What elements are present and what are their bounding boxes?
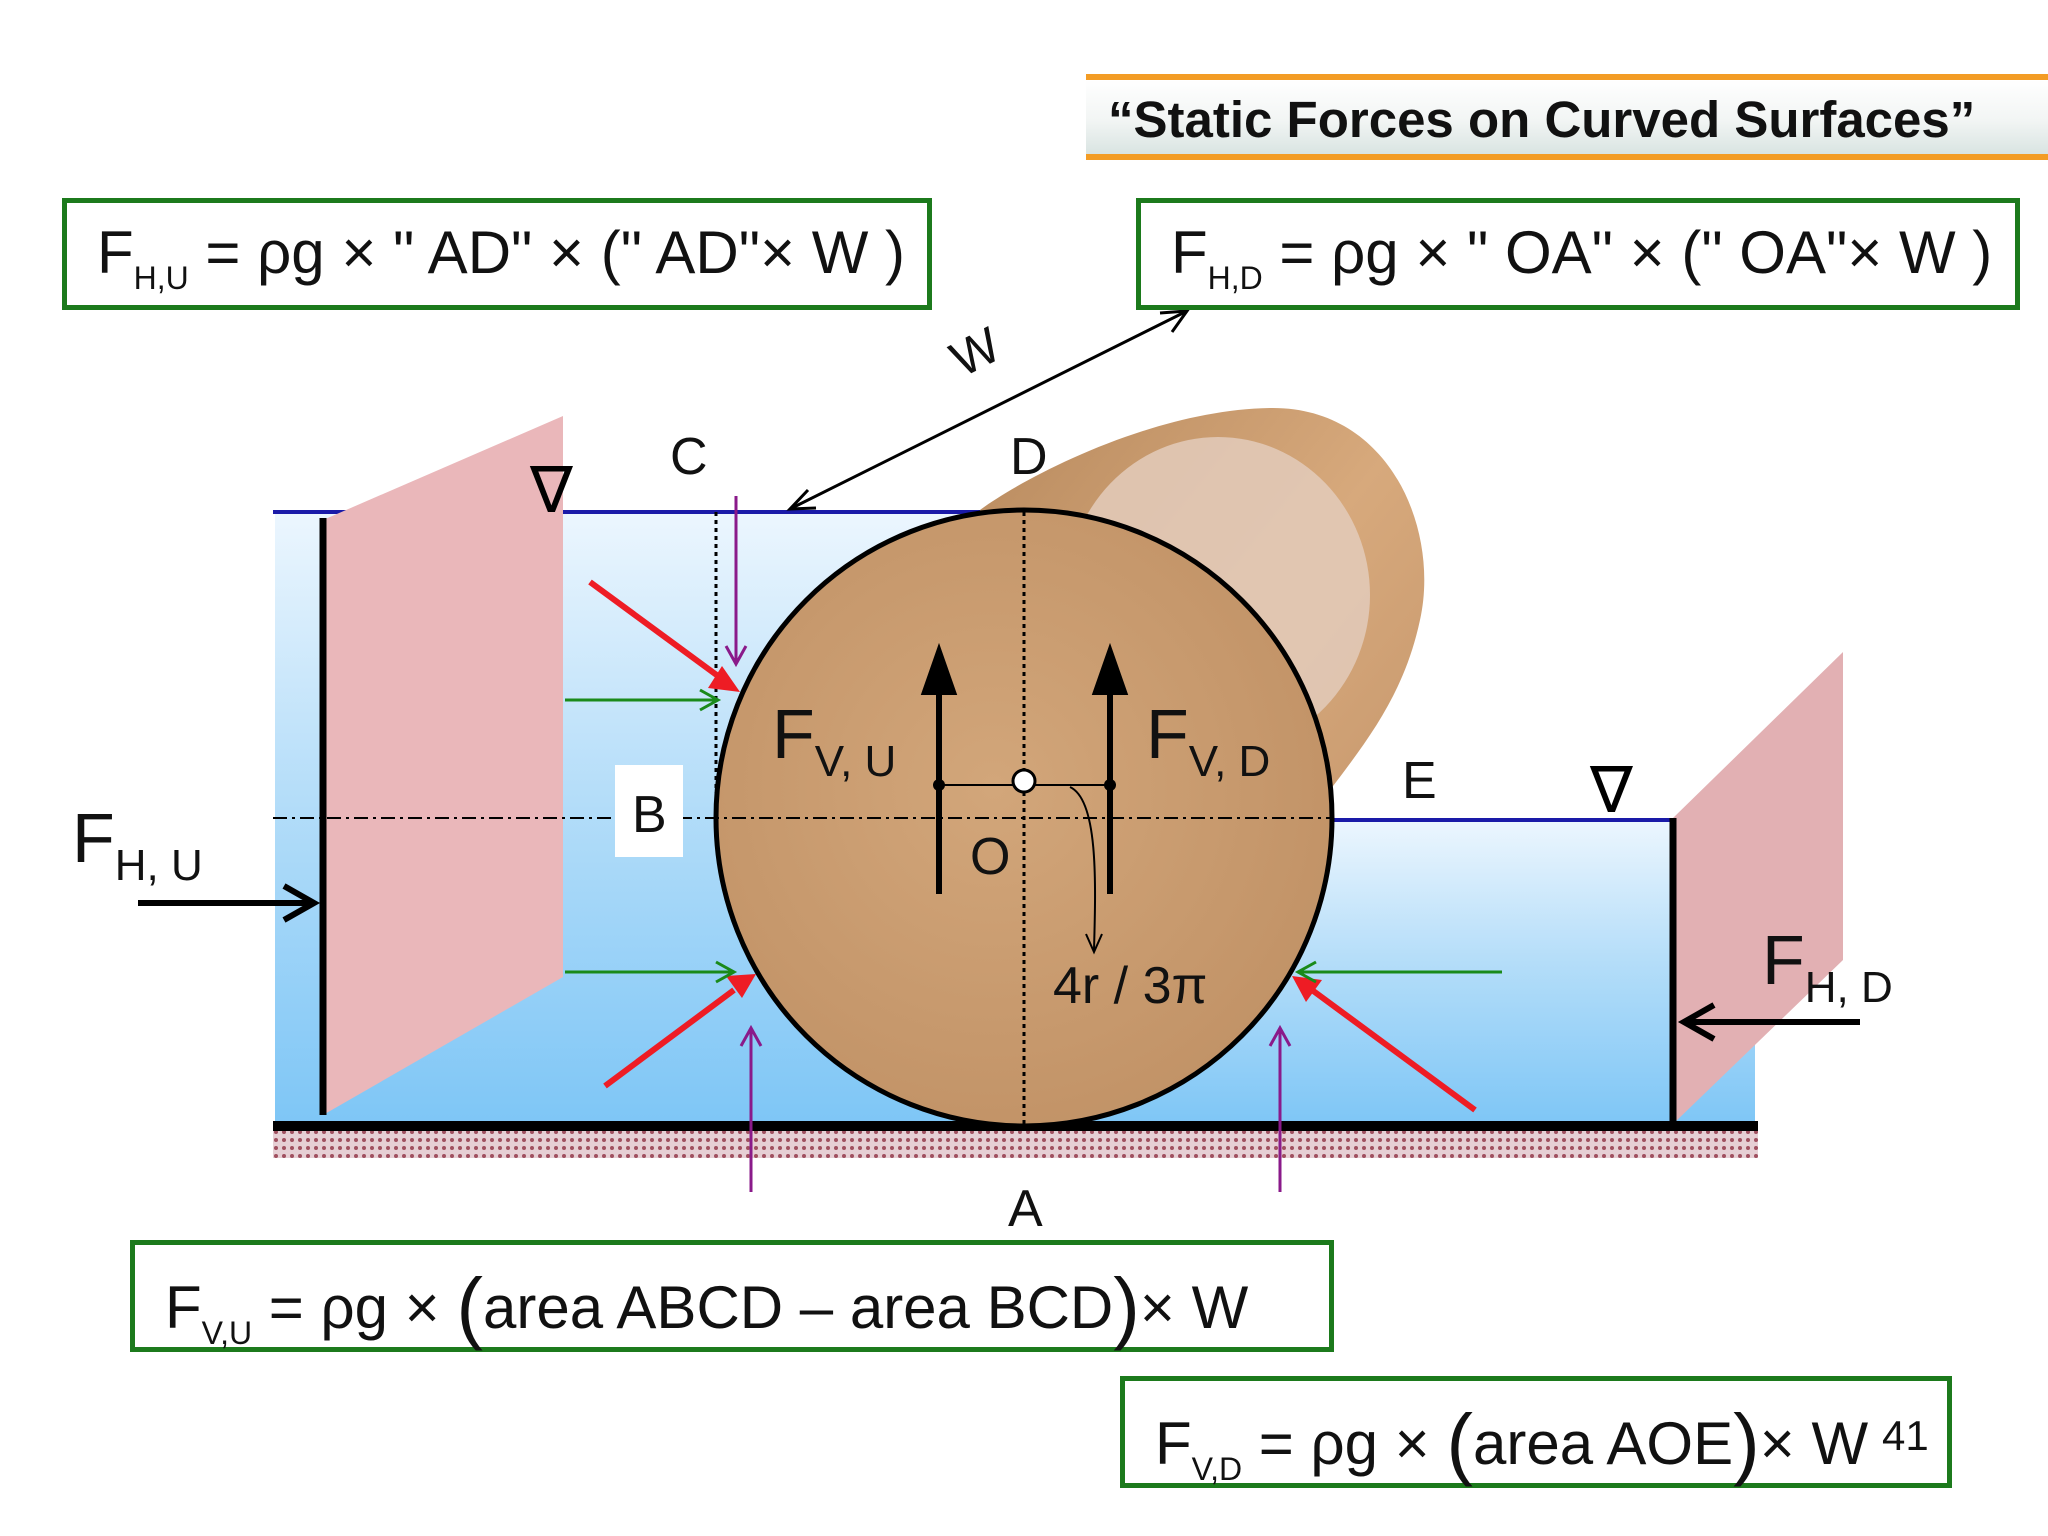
- equation-fhd-box: FH,D = ρg × " OA" × (" OA"× W ): [1136, 198, 2020, 310]
- equation-fhu-box: FH,U = ρg × " AD" × (" AD"× W ): [62, 198, 932, 310]
- equation-fhu: FH,U = ρg × " AD" × (" AD"× W ): [97, 219, 905, 296]
- equation-fvd-box: FV,D = ρg × (area AOE)× W: [1120, 1376, 1952, 1488]
- fvd-label: FV, D: [1146, 695, 1270, 786]
- fhu-arrowhead: [282, 883, 321, 923]
- lever-dot-right: [1104, 779, 1116, 791]
- upstream-gate: [323, 416, 563, 1115]
- equation-fvu: FV,U = ρg × (area ABCD – area BCD)× W: [165, 1262, 1249, 1351]
- page-number: 41: [1882, 1412, 1929, 1459]
- label-b-background: [615, 765, 683, 857]
- soil-bed: [273, 1128, 1758, 1158]
- slide-title: “Static Forces on Curved Surfaces”: [1108, 91, 1976, 148]
- fhu-label: FH, U: [72, 799, 203, 890]
- lever-dot-left: [933, 779, 945, 791]
- w-dimension-arrow: [786, 309, 1191, 511]
- equation-fvu-box: FV,U = ρg × (area ABCD – area BCD)× W: [130, 1240, 1334, 1352]
- centroid-arrowhead: [1085, 933, 1103, 955]
- label-b: B: [632, 786, 667, 844]
- equation-fvd: FV,D = ρg × (area AOE)× W: [1155, 1398, 1869, 1487]
- downstream-gate: [1673, 652, 1843, 1124]
- title-banner: “Static Forces on Curved Surfaces”: [1086, 74, 2048, 160]
- downstream-free-surface-symbol: ∇: [1589, 754, 1633, 826]
- label-e: E: [1402, 752, 1437, 810]
- fhd-arrowhead: [1677, 1002, 1716, 1042]
- vertical-arrows: [724, 496, 1292, 1192]
- centre-o-point: [1011, 768, 1037, 794]
- label-o: O: [970, 828, 1010, 886]
- label-a: A: [1008, 1180, 1043, 1238]
- label-c: C: [670, 428, 708, 486]
- centroid-curve-arrow: [1069, 786, 1097, 951]
- horizontal-arrows: [565, 688, 1502, 984]
- upstream-free-surface-symbol: ∇: [529, 454, 573, 526]
- label-w: W: [942, 316, 1010, 388]
- label-d: D: [1010, 428, 1048, 486]
- centroid-label: 4r / 3π: [1053, 957, 1207, 1015]
- fhd-label: FH, D: [1762, 921, 1893, 1012]
- fvu-label: FV, U: [772, 695, 896, 786]
- equation-fhd: FH,D = ρg × " OA" × (" OA"× W ): [1171, 219, 1993, 296]
